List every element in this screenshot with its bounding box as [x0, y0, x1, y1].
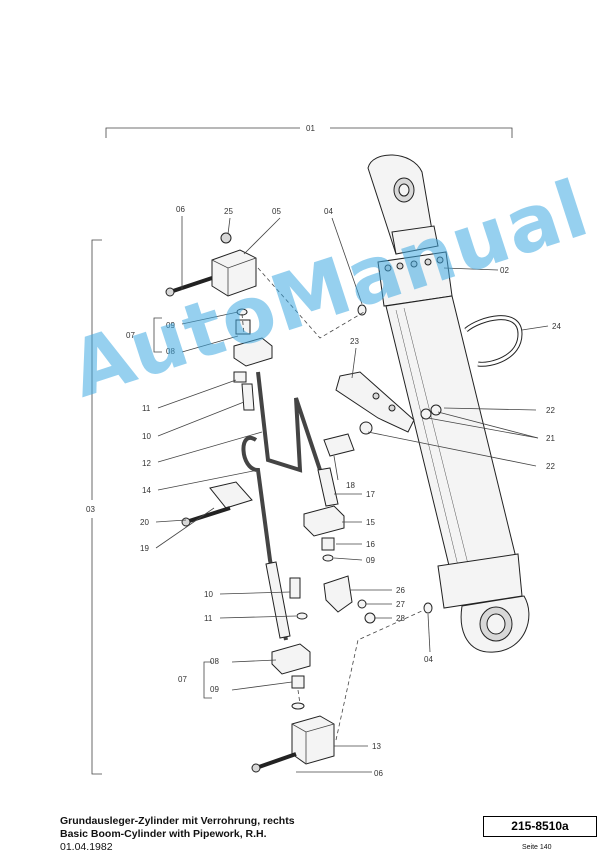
washer-21	[420, 408, 432, 420]
elbow-26	[323, 575, 353, 613]
callout-22-lower: 22	[546, 462, 555, 471]
bracket-07-upper	[153, 317, 162, 353]
title-english: Basic Boom-Cylinder with Pipework, R.H.	[60, 828, 267, 840]
callout-05: 05	[272, 207, 281, 216]
valve-block-13	[291, 715, 335, 765]
title-german: Grundausleger-Zylinder mit Verrohrung, r…	[60, 815, 295, 827]
callout-04-upper: 04	[324, 207, 333, 216]
o-ring-09-lower	[291, 702, 305, 710]
callout-02: 02	[500, 266, 509, 275]
bracket-07-lower	[203, 661, 212, 699]
washer-11-lower	[296, 612, 308, 620]
fitting-16	[321, 537, 335, 551]
callout-17: 17	[366, 490, 375, 499]
document-date: 01.04.1982	[60, 841, 113, 853]
callout-11-lower: 11	[204, 614, 213, 623]
dashed-link-upper	[257, 267, 365, 339]
callout-26: 26	[396, 586, 405, 595]
bracket-23	[335, 371, 415, 433]
fitting-08-upper	[233, 319, 273, 367]
callout-06-lower: 06	[374, 769, 383, 778]
title-block: Grundausleger-Zylinder mit Verrohrung, r…	[60, 815, 295, 854]
callout-19: 19	[140, 544, 149, 553]
assembly-bracket-03	[91, 239, 102, 775]
fitting-11-upper	[233, 371, 247, 383]
washer-27	[357, 599, 367, 609]
callout-18: 18	[346, 481, 355, 490]
callout-15: 15	[366, 518, 375, 527]
page-number: Seite 140	[522, 844, 552, 851]
nut-22	[430, 404, 442, 416]
flange-15	[303, 505, 345, 537]
callout-13: 13	[372, 742, 381, 751]
callout-04-lower: 04	[424, 655, 433, 664]
pipe-10-lower	[265, 561, 291, 639]
callout-11-upper: 11	[142, 404, 151, 413]
leader-lines	[155, 216, 549, 773]
callout-10-upper: 10	[142, 432, 151, 441]
clamp-18	[323, 433, 355, 457]
callout-labels: 01 02 03 04 04 05 06 06 07 07 08 08 09 0…	[86, 124, 561, 778]
fitting-08-lower	[271, 643, 311, 675]
callout-25: 25	[224, 207, 233, 216]
callout-12: 12	[142, 459, 151, 468]
pipe-12	[256, 371, 324, 477]
callout-03: 03	[86, 505, 95, 514]
clamp-19	[209, 481, 253, 509]
callout-22-upper: 22	[546, 406, 555, 415]
callout-09-middle: 09	[366, 556, 375, 565]
valve-block-05	[211, 232, 257, 297]
callout-07-lower: 07	[178, 675, 187, 684]
callout-09-lower: 09	[210, 685, 219, 694]
pipe-10-upper	[241, 383, 255, 411]
callout-09-upper: 09	[166, 321, 175, 330]
callout-01: 01	[306, 124, 315, 133]
bolt-10-lower	[289, 577, 301, 599]
callout-23: 23	[350, 337, 359, 346]
callout-28: 28	[396, 614, 405, 623]
bolt-06-upper	[165, 276, 213, 297]
pipe-fitting-17	[317, 467, 339, 507]
callout-08-upper: 08	[166, 347, 175, 356]
boom-cylinder	[367, 154, 530, 653]
callout-16: 16	[366, 540, 375, 549]
bolt-20	[181, 506, 231, 527]
o-ring-09-middle	[322, 554, 334, 562]
callout-08-lower: 08	[210, 657, 219, 666]
callout-27: 27	[396, 600, 405, 609]
callout-10-lower: 10	[204, 590, 213, 599]
bolt-28	[364, 612, 376, 624]
callout-21: 21	[546, 434, 555, 443]
document-number: 215-8510a	[483, 816, 597, 837]
callout-14: 14	[142, 486, 151, 495]
dashed-link-lower	[335, 609, 425, 741]
callout-24: 24	[552, 322, 561, 331]
callout-07-upper: 07	[126, 331, 135, 340]
callout-20: 20	[140, 518, 149, 527]
fitting-08-stem	[291, 675, 305, 689]
callout-06-upper: 06	[176, 205, 185, 214]
o-ring-04-lower	[423, 602, 433, 614]
assembly-bracket-01	[105, 127, 513, 138]
bolt-06-lower	[251, 752, 297, 773]
o-ring-04-upper	[357, 304, 367, 316]
bolt-22	[359, 421, 373, 435]
